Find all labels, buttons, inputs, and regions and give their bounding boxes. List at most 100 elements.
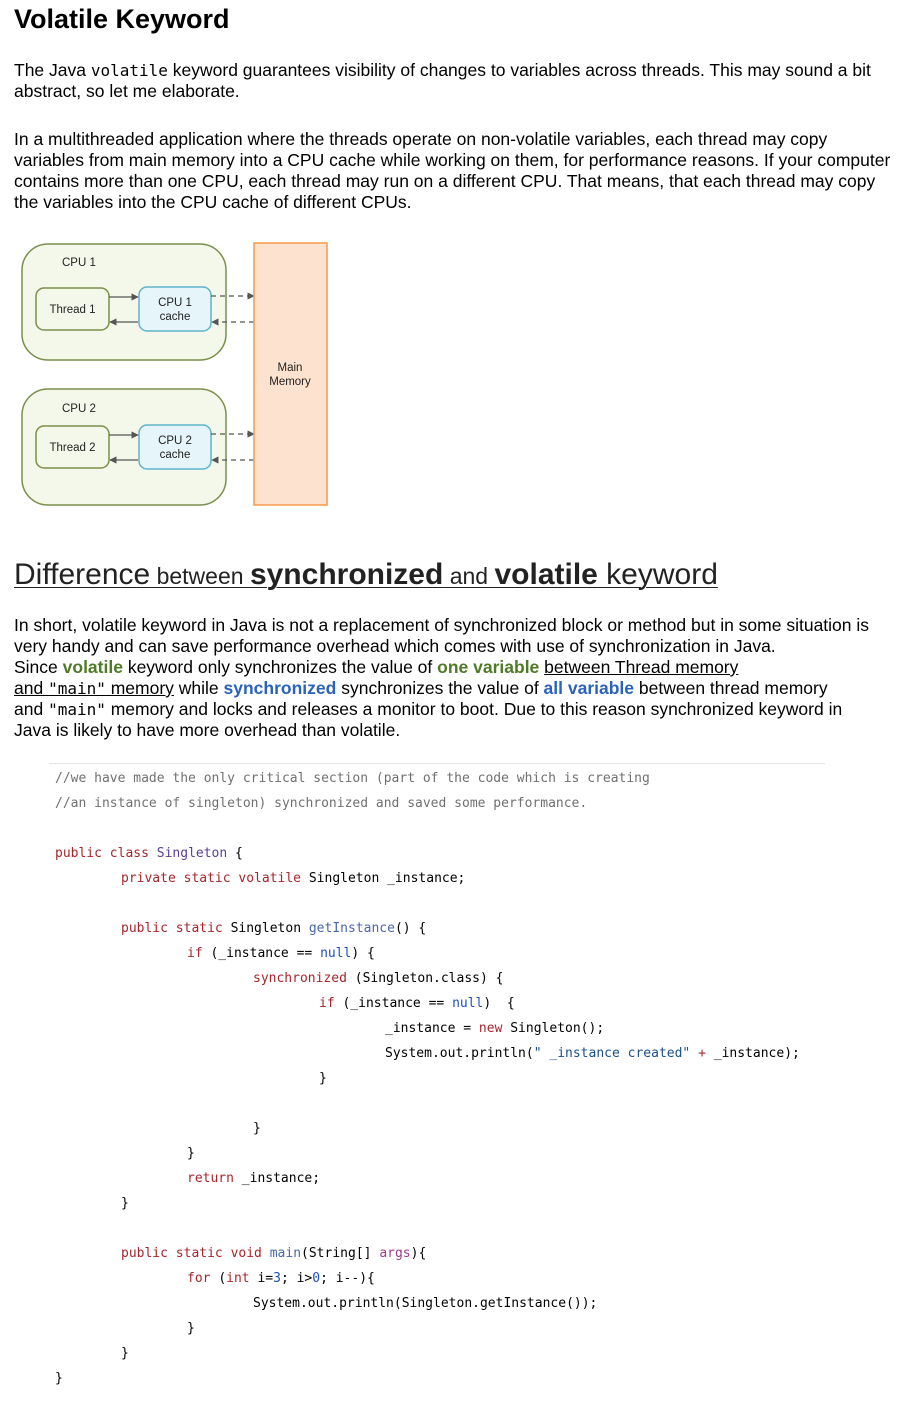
comparison-line-5: and "main" memory and locks and releases… <box>14 699 909 720</box>
code-close-brace: } <box>55 1371 63 1386</box>
text-span: i= <box>257 1271 274 1286</box>
text-span: if <box>187 946 203 961</box>
main-memory-label-line1: Main <box>278 362 303 374</box>
text-span: _instance; <box>241 1171 321 1186</box>
text-span: System.out.println( <box>385 1046 534 1061</box>
cache1-box <box>138 286 212 332</box>
text-span: between thread memory <box>634 678 828 698</box>
underlined-main-memory: and "main" memory <box>14 678 174 698</box>
term-volatile: volatile <box>62 657 123 677</box>
code-comment-1: //we have made the only critical section… <box>55 771 650 786</box>
text-span: Singleton <box>230 921 302 936</box>
text-span: int <box>226 1271 250 1286</box>
text-span: args <box>379 1246 411 1261</box>
heading-volatile: volatile <box>494 558 598 591</box>
term-synchronized: synchronized <box>223 678 337 698</box>
text-span: ){ <box>410 1246 427 1261</box>
comparison-line-2: very handy and can save performance over… <box>14 636 776 656</box>
heading-between: between <box>150 563 250 589</box>
text-span: { <box>235 846 243 861</box>
main-memory-label-line2: Memory <box>269 376 311 388</box>
text-span: synchronizes the value of <box>336 678 544 698</box>
code-line-return: return _instance; <box>187 1166 320 1191</box>
text-span: null <box>320 946 352 961</box>
text-span: while <box>173 678 224 698</box>
comparison-line-4: and "main" memory while synchronized syn… <box>14 678 909 699</box>
cpu2-label: CPU 2 <box>62 403 96 415</box>
code-line-for: for (int i=3; i>0; i--){ <box>187 1266 375 1291</box>
text-span: Singleton(); <box>510 1021 605 1036</box>
text-span: (_instance == <box>342 996 445 1011</box>
heading-keyword: keyword <box>597 558 718 591</box>
text-span: _instance = <box>385 1021 472 1036</box>
text-span: ; i> <box>280 1271 313 1286</box>
text-span: _instance); <box>713 1046 800 1061</box>
code-line-if-inner: if (_instance == null) { <box>319 991 515 1016</box>
text-span: public <box>55 846 102 861</box>
thread2-box <box>35 425 110 469</box>
text-span: public static <box>121 921 223 936</box>
text-span: synchronized <box>253 971 347 986</box>
cache2-label-line1: CPU 2 <box>158 435 192 447</box>
text-span: class <box>109 846 149 861</box>
cache2-box <box>138 424 212 470</box>
text-span: Since <box>14 657 63 677</box>
text-span: new <box>478 1021 503 1036</box>
code-close-brace: } <box>319 1071 327 1086</box>
cache1-label-line2: cache <box>160 311 191 323</box>
text-span: "main" <box>48 700 106 719</box>
code-line-getinstance: public static Singleton getInstance() { <box>121 916 426 941</box>
text-span: (_instance == <box>210 946 313 961</box>
text-span: main <box>269 1246 302 1261</box>
multithreading-paragraph: In a multithreaded application where the… <box>14 129 891 212</box>
cpu1-label: CPU 1 <box>62 257 96 269</box>
code-line-synchronized: synchronized (Singleton.class) { <box>253 966 503 991</box>
code-line-main: public static void main(String[] args){ <box>121 1241 426 1266</box>
thread2-label: Thread 2 <box>49 442 95 454</box>
text-span: ) { <box>351 946 375 961</box>
volatile-code-term: volatile <box>90 61 168 80</box>
text-span: if <box>319 996 335 1011</box>
code-close-brace: } <box>121 1196 129 1211</box>
text-span: " _instance created" <box>533 1046 691 1061</box>
term-one-variable: one variable <box>437 657 540 677</box>
term-all-variable: all variable <box>543 678 635 698</box>
code-comment-2: //an instance of singleton) synchronized… <box>55 796 588 811</box>
text-span: public static void <box>121 1246 262 1261</box>
text-span: (String[] <box>301 1246 372 1261</box>
text-span: and <box>14 699 49 719</box>
underlined-thread-memory: between Thread memory <box>544 657 739 677</box>
text-span: (Singleton.class) { <box>354 971 504 986</box>
text-span: ) { <box>483 996 515 1011</box>
text-span: memory and locks and releases a monitor … <box>105 699 843 719</box>
cache1-label-line1: CPU 1 <box>158 297 192 309</box>
comparison-line-6: Java is likely to have more overhead tha… <box>14 720 401 740</box>
text-span: 3 <box>273 1271 281 1286</box>
code-line-field: private static volatile Singleton _insta… <box>121 866 465 891</box>
code-close-brace: } <box>187 1146 195 1161</box>
page-title: Volatile Keyword <box>14 4 230 34</box>
text-span: () { <box>394 921 427 936</box>
code-line-println-getinstance: System.out.println(Singleton.getInstance… <box>253 1296 598 1311</box>
intro-text-before: The Java <box>14 60 91 80</box>
cpu-cache-diagram: CPU 1 Thread 1 CPU 1 cache CPU 2 Thread … <box>21 242 328 506</box>
comparison-line-1: In short, volatile keyword in Java is no… <box>14 615 870 635</box>
intro-text-after: keyword guarantees visibility of changes… <box>14 60 871 101</box>
comparison-paragraph: In short, volatile keyword in Java is no… <box>14 615 909 741</box>
text-span: Singleton _instance; <box>308 871 466 886</box>
text-span: "main" <box>48 679 106 698</box>
text-span: return <box>187 1171 234 1186</box>
code-close-brace: } <box>187 1321 195 1336</box>
code-line-if-outer: if (_instance == null) { <box>187 941 375 966</box>
text-span: private static volatile <box>121 871 302 886</box>
text-span: ( <box>218 1271 227 1286</box>
main-memory-box <box>253 242 328 506</box>
comparison-line-3: Since volatile keyword only synchronizes… <box>14 657 909 678</box>
text-span: ; i--){ <box>320 1271 375 1286</box>
text-span: for <box>187 1271 211 1286</box>
thread1-box <box>35 287 110 331</box>
text-span: memory <box>105 678 174 698</box>
code-close-brace: } <box>121 1346 129 1361</box>
code-line-println-created: System.out.println(" _instance created" … <box>385 1041 800 1066</box>
cache2-label-line2: cache <box>160 449 191 461</box>
